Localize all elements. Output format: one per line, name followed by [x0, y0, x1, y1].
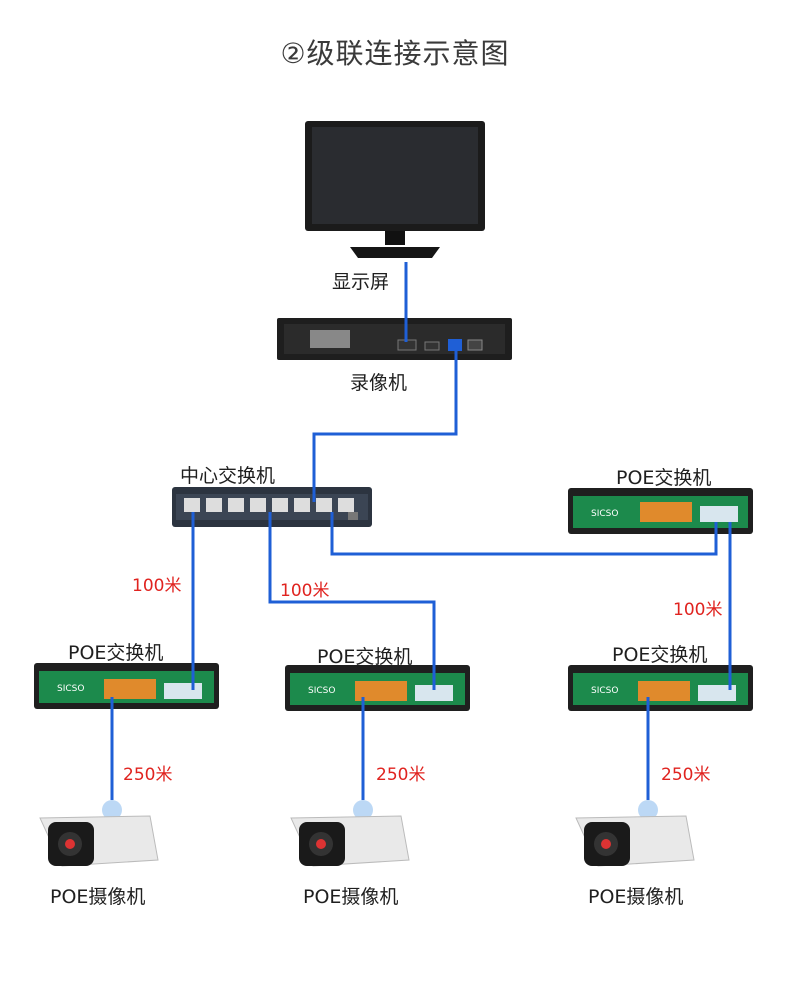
- distance-top-poe3: 100米: [673, 600, 723, 620]
- brand-top: SICSO: [591, 509, 619, 519]
- distance-center-poe1: 100米: [132, 576, 182, 596]
- brand-2: SICSO: [308, 686, 336, 696]
- distance-camera-3: 250米: [661, 765, 711, 785]
- poe-switch-2: [285, 665, 470, 711]
- distance-camera-1: 250米: [123, 765, 173, 785]
- monitor: [305, 121, 485, 258]
- camera-2: [290, 800, 410, 867]
- label-camera-3: POE摄像机: [588, 886, 684, 908]
- poe-switch-top: [568, 488, 753, 534]
- poe-switch-3: [568, 665, 753, 711]
- brand-3: SICSO: [591, 686, 619, 696]
- label-poe-switch-2: POE交换机: [317, 646, 413, 668]
- network-cables: [110, 262, 732, 800]
- label-center-switch: 中心交换机: [180, 465, 276, 487]
- cable-center-poe-top: [330, 512, 718, 556]
- cable-center-poe2: [268, 512, 436, 690]
- cable-nvr-center: [312, 350, 458, 502]
- label-poe-switch-1: POE交换机: [68, 642, 164, 664]
- label-poe-switch-top: POE交换机: [616, 467, 712, 489]
- distance-center-poe2: 100米: [280, 581, 330, 601]
- label-camera-2: POE摄像机: [303, 886, 399, 908]
- camera-1: [39, 800, 159, 867]
- camera-3: [575, 800, 695, 867]
- distance-camera-2: 250米: [376, 765, 426, 785]
- label-monitor: 显示屏: [332, 271, 390, 293]
- label-camera-1: POE摄像机: [50, 886, 146, 908]
- center-switch: [172, 487, 372, 527]
- poe-switch-1: [34, 663, 219, 709]
- label-poe-switch-3: POE交换机: [612, 644, 708, 666]
- nvr-recorder: [277, 318, 512, 360]
- diagram-title: ②级联连接示意图: [280, 37, 510, 70]
- brand-1: SICSO: [57, 684, 85, 694]
- label-nvr: 录像机: [350, 372, 408, 394]
